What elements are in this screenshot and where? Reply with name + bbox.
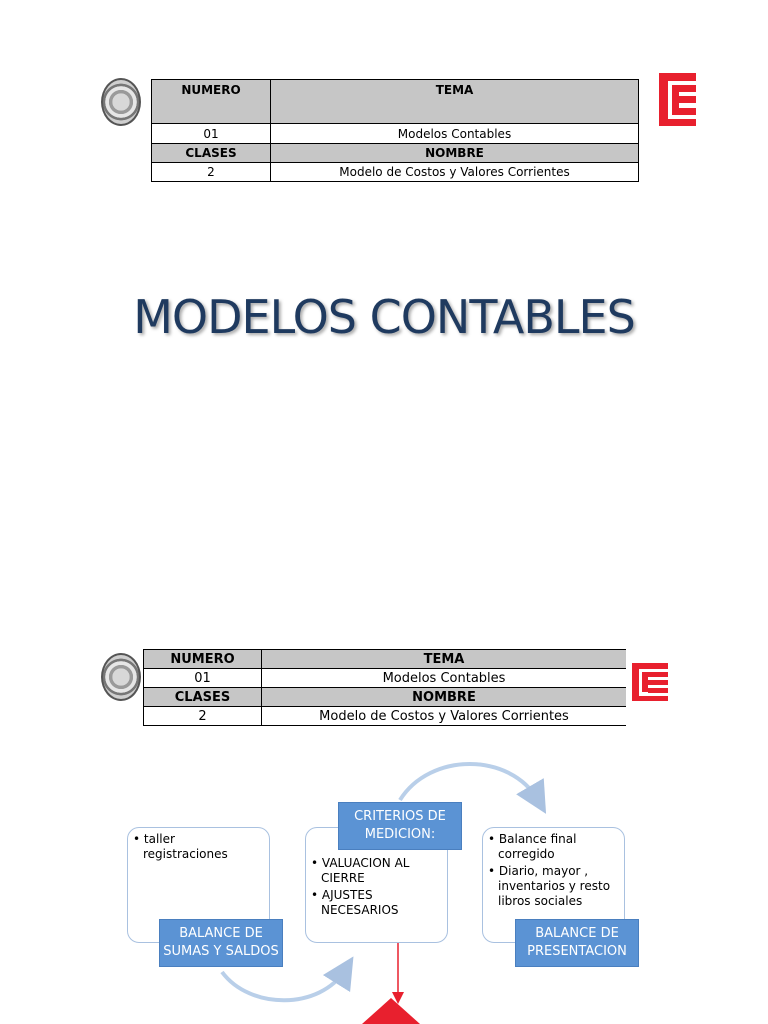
table-row: 2 Modelo de Costos y Valores Corrientes [151,162,639,182]
balance-sumas-saldos-label: BALANCE DE SUMAS Y SALDOS [159,919,283,967]
criterios-medicion-label: CRITERIOS DE MEDICION: [338,802,462,850]
course-info-table: NUMERO TEMA 01 Modelos Contables CLASES … [151,79,639,182]
box2-bullets: • VALUACION AL CIERRE • AJUSTES NECESARI… [311,856,443,920]
table-row: 01 Modelos Contables [151,123,639,144]
table-row: 01 Modelos Contables [143,668,626,688]
bullet-item: • AJUSTES NECESARIOS [311,888,399,917]
box3-bullets: • Balance final corregido • Diario, mayo… [488,832,616,911]
numero-header: NUMERO [151,79,271,124]
nombre-header: NOMBRE [270,143,639,163]
red-triangle-shape [362,998,420,1024]
faculty-logo [659,73,696,126]
table-header-row: CLASES NOMBRE [151,143,639,163]
table-header-row: CLASES NOMBRE [143,687,626,707]
tema-value: Modelos Contables [270,123,639,144]
faculty-logo [632,663,668,701]
tema-value: Modelos Contables [261,668,626,688]
bullet-item: • taller registraciones [133,832,228,861]
tema-header: TEMA [270,79,639,124]
box1-bullets: • taller registraciones [133,832,263,864]
curved-arrow-top [398,762,547,814]
bullet-item: • VALUACION AL CIERRE [311,856,410,885]
numero-value: 01 [151,123,271,144]
university-seal-logo [101,653,141,701]
table-header-row: NUMERO TEMA [143,649,626,669]
balance-presentacion-label: BALANCE DE PRESENTACION [515,919,639,967]
page-title: MODELOS CONTABLES [133,290,636,344]
curved-arrow-bottom [220,956,354,1003]
university-seal-logo [101,78,141,126]
nombre-value: Modelo de Costos y Valores Corrientes [261,706,626,726]
numero-header: NUMERO [143,649,262,669]
nombre-header: NOMBRE [261,687,626,707]
clases-header: CLASES [151,143,271,163]
course-info-table: NUMERO TEMA 01 Modelos Contables CLASES … [143,649,626,726]
table-row: 2 Modelo de Costos y Valores Corrientes [143,706,626,726]
tema-header: TEMA [261,649,626,669]
bullet-item: • Balance final corregido [488,832,577,861]
clases-value: 2 [143,706,262,726]
numero-value: 01 [143,668,262,688]
bullet-item: • Diario, mayor , inventarios y resto li… [488,864,611,908]
clases-value: 2 [151,162,271,182]
table-header-row: NUMERO TEMA [151,79,639,124]
clases-header: CLASES [143,687,262,707]
nombre-value: Modelo de Costos y Valores Corrientes [270,162,639,182]
